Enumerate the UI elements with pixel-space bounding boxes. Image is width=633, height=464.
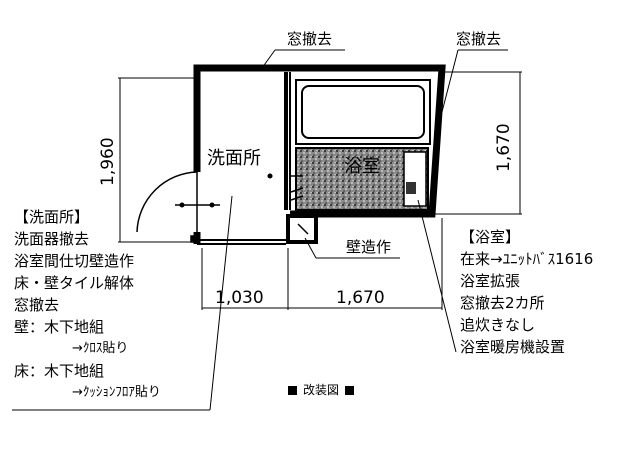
caption-square-right-icon	[345, 386, 355, 395]
dimension-width-bath: 1,670	[336, 288, 385, 308]
washroom-note-item: 床・壁タイル解体	[14, 274, 135, 292]
bath-drain	[406, 182, 416, 194]
washroom-notes: 【洗面所】 洗面器撤去 浴室間仕切壁造作 床・壁タイル解体 窓撤去 壁：木下地組…	[14, 206, 161, 404]
window-removal-label-left: 窓撤去	[287, 30, 333, 48]
washroom-note-item: →ｸｯｼｮﾝﾌﾛｱ貼り	[72, 385, 161, 400]
wall-construction-label: 壁造作	[346, 238, 392, 256]
room-label-washroom: 洗面所	[207, 148, 261, 169]
dimension-width-washroom: 1,030	[215, 288, 264, 308]
bathroom-notes-heading: 【浴室】	[460, 228, 521, 246]
window-removal-label-right: 窓撤去	[456, 30, 502, 48]
washroom-bottom-wall	[197, 239, 286, 245]
bath-door-mark	[290, 175, 304, 201]
washroom-notes-heading: 【洗面所】	[14, 208, 90, 226]
door-swing	[136, 171, 273, 243]
bathroom-note-item: 追炊きなし	[460, 316, 536, 334]
washroom-note-item: →ｸﾛｽ貼り	[72, 341, 129, 356]
dimension-height-bath: 1,670	[494, 123, 514, 172]
bathroom-note-item: 浴室拡張	[460, 272, 521, 290]
washroom-note-item: 床：木下地組	[14, 362, 105, 380]
washroom-note-item: 洗面器撤去	[14, 230, 90, 248]
bathtub	[295, 79, 431, 145]
bathroom-note-item: 窓撤去2カ所	[460, 294, 545, 312]
room-label-bathroom: 浴室	[344, 156, 380, 177]
washroom-note-item: 浴室間仕切壁造作	[14, 252, 135, 270]
bathroom-note-item: 浴室暖房機設置	[460, 338, 566, 356]
washroom-note-item: 窓撤去	[14, 296, 60, 314]
washroom-note-item: 壁：木下地組	[14, 318, 105, 336]
storage-box	[286, 214, 318, 244]
leader-lines	[12, 49, 508, 411]
bathroom-note-item: 在来→ﾕﾆｯﾄﾊﾞｽ1616	[460, 250, 594, 268]
storage-box-hatch	[297, 223, 309, 235]
caption-text: 改装図	[303, 383, 340, 397]
bathroom-notes: 【浴室】 在来→ﾕﾆｯﾄﾊﾞｽ1616 浴室拡張 窓撤去2カ所 追炊きなし 浴室…	[460, 226, 593, 358]
bath-floor-inset	[403, 151, 427, 207]
caption-square-left-icon	[288, 386, 297, 395]
partition-wall	[284, 72, 291, 210]
caption: 改装図	[282, 384, 360, 396]
dimension-lines	[118, 71, 522, 310]
dimension-height-total: 1,960	[98, 137, 118, 186]
